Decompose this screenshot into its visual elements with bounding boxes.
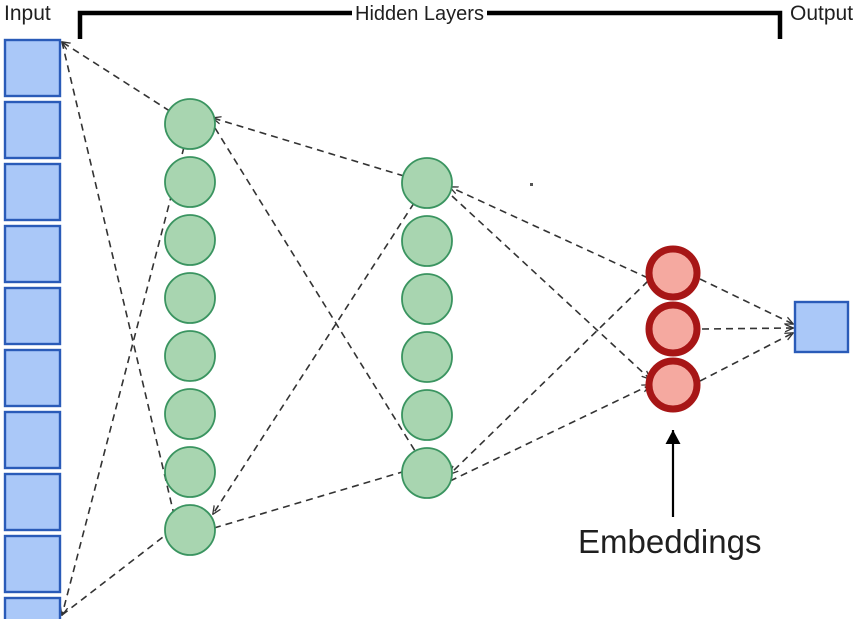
hidden-node[interactable] (164, 214, 216, 266)
hidden-layer-1 (164, 98, 216, 556)
hidden-node[interactable] (401, 273, 453, 325)
connection-line (449, 385, 650, 482)
hidden-node[interactable] (401, 447, 453, 499)
connection-line (450, 280, 649, 474)
input-label: Input (4, 2, 51, 25)
hidden-node[interactable] (401, 389, 453, 441)
connection-line (213, 118, 428, 184)
embeddings-label: Embeddings (578, 523, 762, 560)
connection-line (699, 333, 793, 382)
connection-line (701, 328, 793, 329)
hidden-node[interactable] (164, 156, 216, 208)
input-node[interactable] (3, 286, 62, 346)
input-node[interactable] (3, 348, 62, 408)
input-layer (3, 38, 62, 619)
input-node[interactable] (3, 534, 62, 594)
hidden-node[interactable] (164, 272, 216, 324)
input-node[interactable] (3, 38, 62, 98)
input-node[interactable] (3, 162, 62, 222)
hidden-node[interactable] (401, 157, 453, 209)
connection-line (451, 195, 650, 379)
hidden-node[interactable] (164, 504, 216, 556)
connection-lines (62, 42, 793, 615)
connection-line (213, 467, 419, 529)
connection-line (214, 127, 420, 459)
embedding-node[interactable] (645, 245, 701, 301)
hidden-node[interactable] (164, 388, 216, 440)
connection-line (61, 41, 176, 523)
input-node[interactable] (3, 224, 62, 284)
input-node[interactable] (3, 596, 62, 619)
output-node[interactable] (793, 300, 850, 354)
hidden-node[interactable] (164, 446, 216, 498)
input-node[interactable] (3, 410, 62, 470)
output-layer (793, 300, 850, 354)
output-label: Output (790, 2, 854, 25)
connection-line (61, 527, 176, 616)
embedding-node[interactable] (645, 301, 701, 357)
hidden-node[interactable] (164, 330, 216, 382)
hidden-node[interactable] (401, 215, 453, 267)
hidden-layer-2 (401, 157, 453, 499)
embedding-layer (645, 245, 701, 413)
connection-line (213, 182, 428, 514)
embedding-node[interactable] (645, 357, 701, 413)
connection-line (62, 123, 191, 615)
input-node[interactable] (3, 100, 62, 160)
hidden-node[interactable] (401, 331, 453, 383)
hidden-layers-label: Hidden Layers (352, 3, 487, 26)
connection-line (699, 278, 793, 324)
connection-line (450, 187, 649, 279)
stray-mark (530, 183, 533, 186)
input-node[interactable] (3, 472, 62, 532)
hidden-node[interactable] (164, 98, 216, 150)
